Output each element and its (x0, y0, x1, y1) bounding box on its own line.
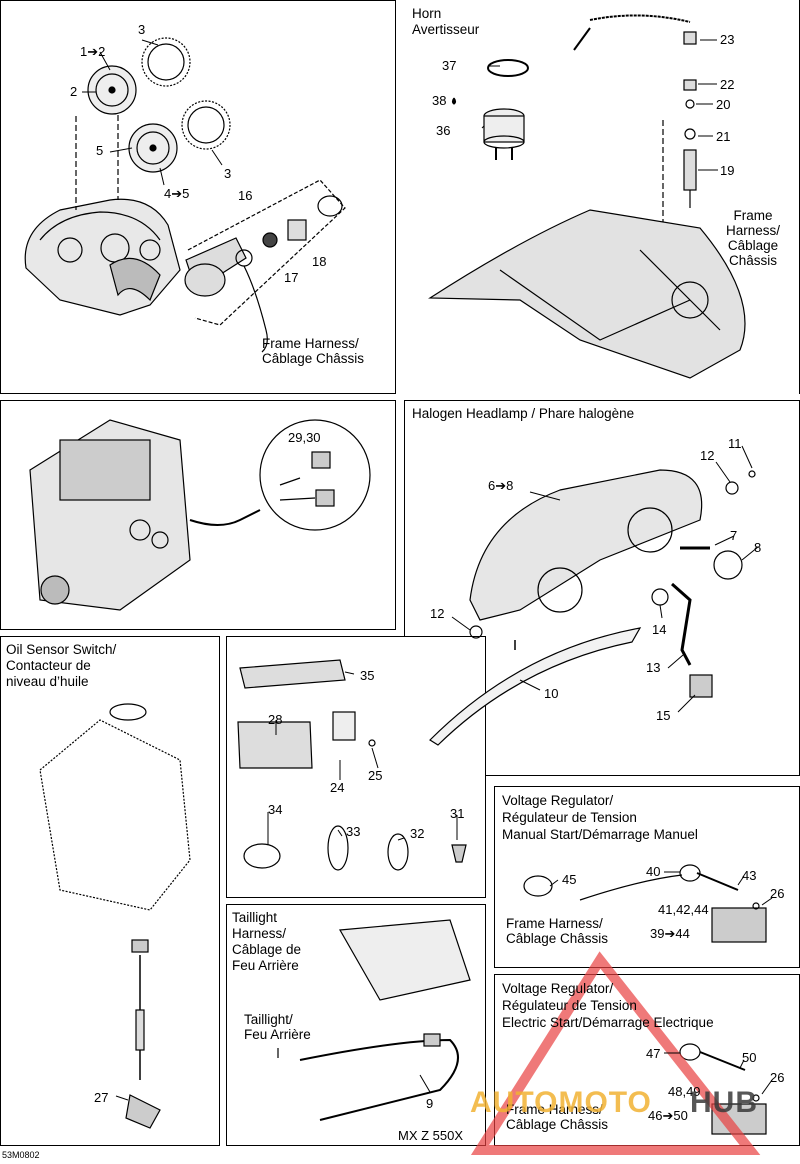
callout-16: 16 (238, 188, 253, 203)
horn-illustration (451, 59, 529, 160)
hardware-illustration (237, 659, 467, 871)
callout-11: 11 (728, 436, 742, 451)
callout-25: 25 (368, 768, 383, 783)
callout-35: 35 (360, 668, 375, 683)
leader-lines (82, 39, 773, 1101)
callout-48-49: 48,49 (668, 1084, 701, 1099)
callout-8: 8 (754, 540, 762, 555)
callout-23: 23 (720, 32, 735, 47)
callout-7: 7 (730, 528, 738, 543)
callout-4-5: 4➔5 (164, 186, 190, 201)
gauges-frame-harness: Frame Harness/ Câblage Châssis (262, 336, 365, 366)
model-label: MX Z 550X (398, 1128, 464, 1143)
callout-18: 18 (312, 254, 327, 269)
callout-45: 45 (562, 872, 577, 887)
callout-28: 28 (268, 712, 283, 727)
callout-37: 37 (442, 58, 457, 73)
callout-46-50: 46➔50 (648, 1108, 688, 1123)
taillight-harness-illustration (277, 919, 471, 1121)
diagram-code: 53M0802 (2, 1150, 40, 1160)
callout-22: 22 (720, 77, 735, 92)
callout-12b: 12 (430, 606, 445, 621)
handlebar-housing-illustration (428, 14, 746, 379)
vr-manual-frame-harness: Frame Harness/ Câblage Châssis (506, 916, 609, 946)
callout-19: 19 (720, 163, 735, 178)
vr-electric-frame-harness: Frame Harness/ Câblage Châssis (506, 1102, 609, 1132)
callout-33: 33 (346, 824, 361, 839)
handlebar-frame-harness: Frame Harness/ Câblage Châssis (726, 208, 781, 268)
watermark-hub: HUB (690, 1086, 758, 1119)
callout-47: 47 (646, 1046, 661, 1061)
callout-29-30: 29,30 (288, 430, 321, 445)
callout-41-42-44: 41,42,44 (658, 902, 709, 917)
watermark-automoto: AUTOMOTO (470, 1086, 652, 1119)
callout-24: 24 (330, 780, 345, 795)
callout-14: 14 (652, 622, 667, 637)
callout-5: 5 (96, 143, 104, 158)
callout-26b: 26 (770, 1070, 785, 1085)
callout-40: 40 (646, 864, 661, 879)
taillight-title: Taillight Harness/ Câblage de Feu Arrièr… (232, 910, 302, 973)
callout-20: 20 (716, 97, 731, 112)
callout-13: 13 (646, 660, 661, 675)
callout-26a: 26 (770, 886, 785, 901)
callout-38: 38 (432, 93, 447, 108)
oil-title: Oil Sensor Switch/ Contacteur de niveau … (6, 642, 117, 689)
callout-21: 21 (716, 129, 731, 144)
vr-electric-title: Voltage Regulator/ Régulateur de Tension… (502, 981, 714, 1030)
callout-50: 50 (742, 1050, 757, 1065)
callout-12a: 12 (700, 448, 715, 463)
callout-6-8: 6➔8 (488, 478, 514, 493)
callout-17: 17 (284, 270, 299, 285)
callout-3b: 3 (224, 166, 232, 181)
horn-title: Horn Avertisseur (412, 6, 480, 37)
callout-43: 43 (742, 868, 757, 883)
callout-1-2: 1➔2 (80, 44, 106, 59)
callout-32: 32 (410, 826, 425, 841)
callout-31: 31 (450, 806, 465, 821)
vr-manual-illustration (523, 864, 767, 943)
callout-10: 10 (544, 686, 559, 701)
engine-illustration (29, 419, 371, 611)
callout-36: 36 (436, 123, 451, 138)
vr-manual-title: Voltage Regulator/ Régulateur de Tension… (502, 793, 698, 842)
oil-panel (0, 636, 220, 1146)
taillight-label: Taillight/ Feu Arrière (244, 1012, 311, 1042)
callout-39-44: 39➔44 (650, 926, 690, 941)
callout-27: 27 (94, 1090, 109, 1105)
callout-3a: 3 (138, 22, 146, 37)
callout-9: 9 (426, 1096, 434, 1111)
headlamp-title: Halogen Headlamp / Phare halogène (412, 406, 635, 421)
gauges-panel (0, 0, 396, 394)
oil-tank-illustration (39, 703, 191, 1129)
callout-15: 15 (656, 708, 671, 723)
watermark-triangle (470, 951, 761, 1155)
headlamp-illustration (429, 469, 756, 746)
callout-2: 2 (70, 84, 78, 99)
callout-34: 34 (268, 802, 283, 817)
gauge-cluster-illustration (24, 37, 346, 353)
